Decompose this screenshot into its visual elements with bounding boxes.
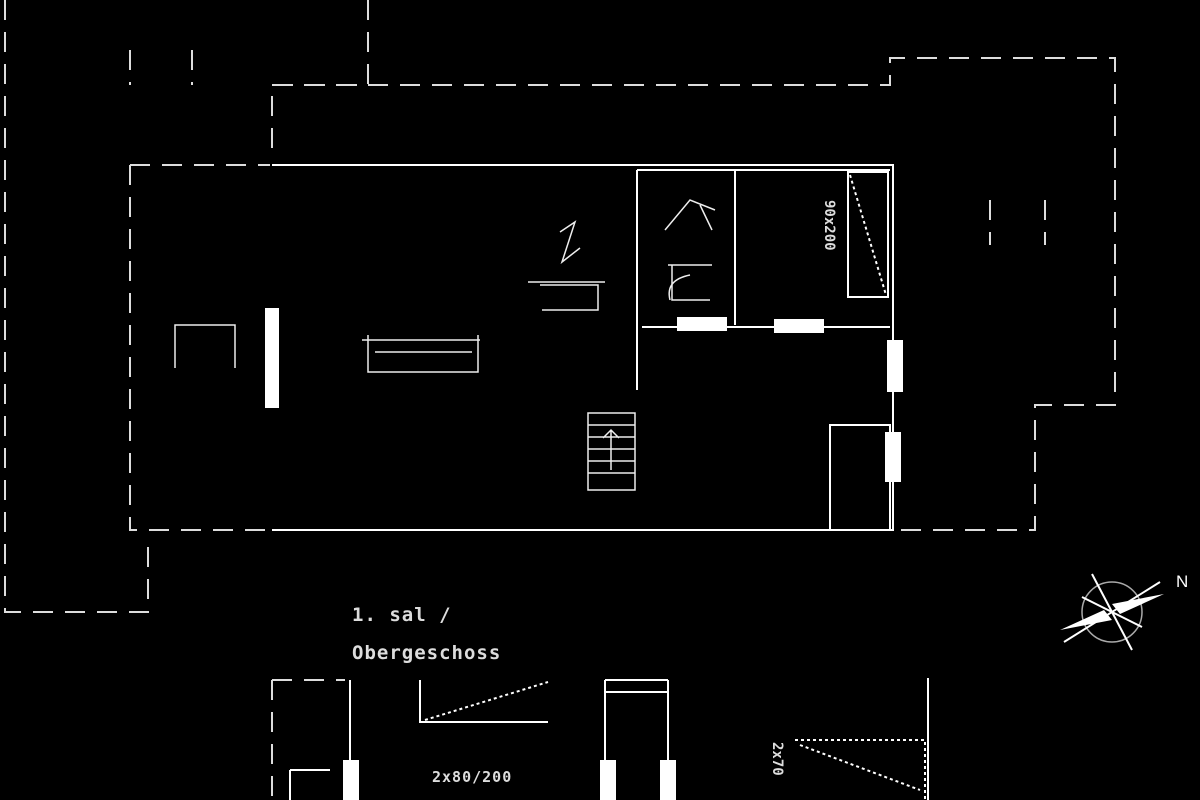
fireplace-flame-icon [559,220,581,265]
shower-icon [664,199,716,231]
table [174,324,236,368]
bed-size-upper-room: 90x200 [821,200,837,251]
stove-icon [528,281,605,311]
walls [272,164,929,800]
compass-icon [1060,573,1164,651]
windows [265,308,903,800]
floor-label-line2: Obergeschoss [352,642,502,664]
toilet-icon [668,264,712,301]
sofa-icon [362,335,480,373]
outer-dashed-outline [4,0,1116,800]
stairs-icon [587,412,636,491]
compass-north-label: N [1176,572,1189,591]
furniture [174,199,716,491]
bed-size-lower-left: 2x80/200 [432,768,513,786]
bed-size-lower-right: 2x70 [769,742,785,776]
floor-label-line1: 1. sal / [352,604,452,626]
